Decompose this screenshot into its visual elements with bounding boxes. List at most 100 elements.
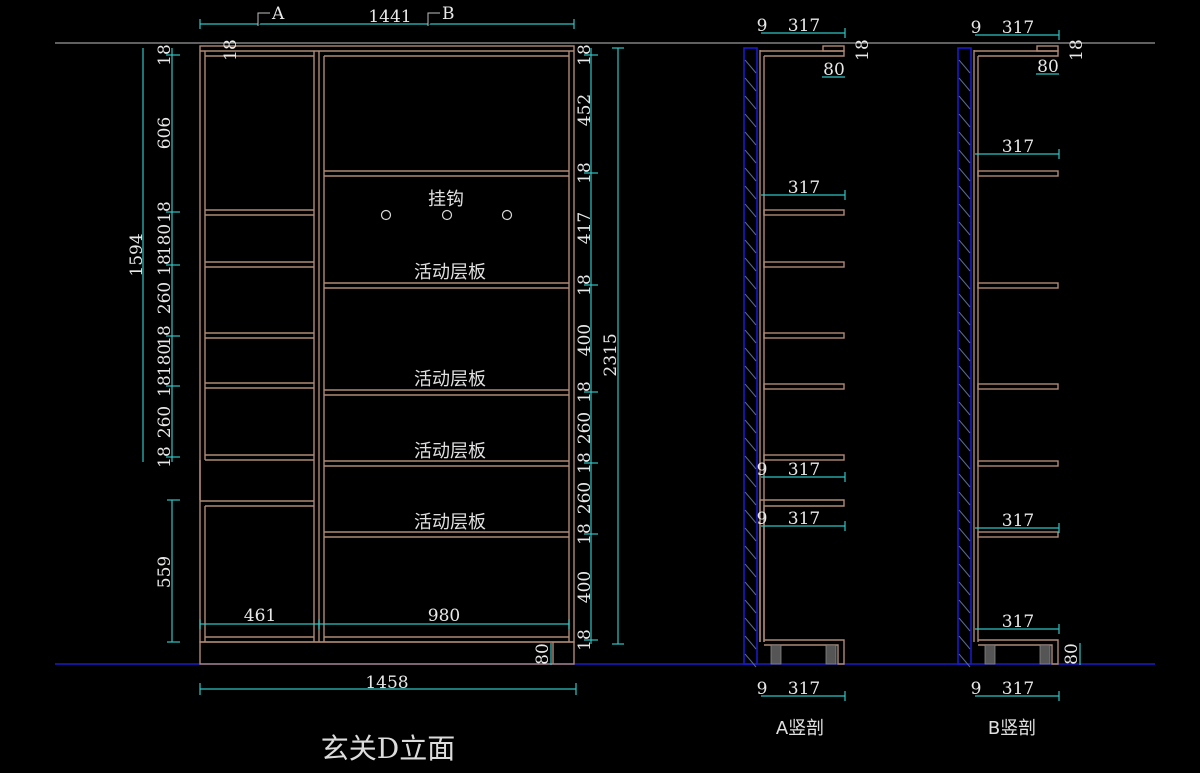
hatch-stroke: [744, 203, 757, 218]
hatch-stroke: [958, 329, 971, 344]
dim-left-segment-text: 18: [155, 375, 175, 397]
shelf-profile: [977, 531, 1059, 538]
dim-right-inner-text: 980: [428, 606, 460, 626]
shelves-a: [763, 209, 845, 461]
hatch-stroke: [744, 59, 757, 74]
dim-b-bottom-gap: 9: [971, 679, 982, 699]
dim-left-inner-text: 461: [244, 606, 276, 626]
hatch-stroke: [744, 617, 757, 632]
hatch-stroke: [958, 491, 971, 506]
lower-a: [759, 499, 845, 642]
dim-left-segment-text: 18: [155, 446, 175, 468]
dim-right-segment-text: 417: [575, 212, 595, 244]
hatch-stroke: [744, 455, 757, 470]
hatch-stroke: [958, 131, 971, 146]
dim-b-low-text: 317: [1002, 612, 1034, 632]
wall-b: [957, 47, 972, 665]
adjustable-foot-icon: [984, 644, 996, 665]
hatch-stroke: [744, 509, 757, 524]
hatch-stroke: [958, 383, 971, 398]
dim-a-bottom-depth: 317: [788, 679, 820, 699]
section-a-label: A竖剖: [776, 718, 824, 739]
shelf-profile: [763, 454, 845, 461]
dim-b-top-gap: 9: [971, 18, 982, 38]
hatch-stroke: [958, 185, 971, 200]
hatch-stroke: [744, 113, 757, 128]
hatch-stroke: [744, 347, 757, 362]
hatch-stroke: [958, 635, 971, 650]
dim-a-mid1-gap: 9: [757, 460, 768, 480]
hatch-stroke: [958, 239, 971, 254]
hatch-stroke: [958, 527, 971, 542]
top-lip-a: [822, 45, 845, 52]
hook-icon: [441, 209, 453, 221]
hatch-stroke: [744, 383, 757, 398]
shelf-profile: [763, 332, 845, 339]
dim-a-top-board: 18: [853, 39, 873, 61]
dim-b-plinth-text: 80: [1062, 643, 1082, 665]
hatch-stroke: [958, 455, 971, 470]
drawing-title: 玄关D立面: [321, 732, 455, 765]
hatch-stroke: [958, 365, 971, 380]
hatch-stroke: [744, 581, 757, 596]
section-marker-b: [427, 12, 440, 26]
dim-a-mid2-gap: 9: [757, 509, 768, 529]
dim-a-bottom-gap: 9: [757, 679, 768, 699]
wall-hatch: [744, 59, 757, 668]
dim-left-segment-text: 18: [155, 44, 175, 66]
shelf-label: 活动层板: [414, 512, 486, 533]
hatch-stroke: [744, 419, 757, 434]
dim-left-segment-text: 260: [155, 406, 175, 438]
section-marker-b-text: B: [442, 4, 455, 24]
shelf-profile: [977, 383, 1059, 390]
hatch-stroke: [744, 311, 757, 326]
dim-b-mid-text: 317: [1002, 511, 1034, 531]
dim-bottom-width-text: 1458: [365, 673, 408, 693]
hatch-stroke: [958, 599, 971, 614]
hatch-stroke: [958, 275, 971, 290]
dim-left-segment-text: 606: [155, 117, 175, 149]
hatch-stroke: [744, 329, 757, 344]
hatch-stroke: [958, 401, 971, 416]
dim-left-segment-text: 260: [155, 282, 175, 314]
hatch-stroke: [744, 545, 757, 560]
dim-top-width-text: 1441: [368, 7, 411, 27]
adjustable-foot-icon: [770, 644, 782, 665]
dim-a-lip-text: 80: [823, 60, 845, 80]
shelf-profile: [763, 209, 845, 216]
dim-plinth-text: 80: [533, 643, 553, 665]
dim-b-top-board: 18: [1067, 39, 1087, 61]
adjustable-foot-icon: [825, 644, 837, 665]
hook-icon: [501, 209, 513, 221]
shelf-label: 活动层板: [414, 441, 486, 462]
shelf-profile: [977, 170, 1059, 177]
hatch-stroke: [958, 293, 971, 308]
hatch-stroke: [958, 347, 971, 362]
dim-left-segment-text: 18: [155, 254, 175, 276]
hatch-stroke: [958, 473, 971, 488]
section-a: 9 317 18 80 317 9 317 9 317 9 317 A竖剖: [743, 16, 873, 739]
dim-a-shelf-text: 317: [788, 178, 820, 198]
hatch-stroke: [958, 203, 971, 218]
section-marker-a: [257, 12, 270, 26]
dim-b-lip-text: 80: [1037, 57, 1059, 77]
hatch-stroke: [958, 59, 971, 74]
hatch-stroke: [744, 167, 757, 182]
section-b: 9 317 18 80 317 317 317 80 9 317 B竖剖: [957, 18, 1087, 739]
section-b-label: B竖剖: [988, 718, 1036, 739]
hatch-stroke: [958, 221, 971, 236]
dim-b-bottom-depth: 317: [1002, 679, 1034, 699]
top-lip-b: [1036, 45, 1059, 52]
left-gap-mask: [196, 461, 199, 499]
hatch-stroke: [744, 257, 757, 272]
hatch-stroke: [744, 491, 757, 506]
top-board-b: [974, 50, 1059, 57]
dim-left-segment-text: 180: [155, 344, 175, 376]
hatch-stroke: [958, 437, 971, 452]
dim-top-board-text: 18: [221, 39, 241, 61]
hatch-stroke: [744, 473, 757, 488]
hatch-stroke: [958, 617, 971, 632]
shelf-profile: [763, 261, 845, 268]
front-elevation: 挂钩 活动层板 活动层板 活动层板 活动层板 1441 A B 18 1594 …: [127, 4, 624, 765]
